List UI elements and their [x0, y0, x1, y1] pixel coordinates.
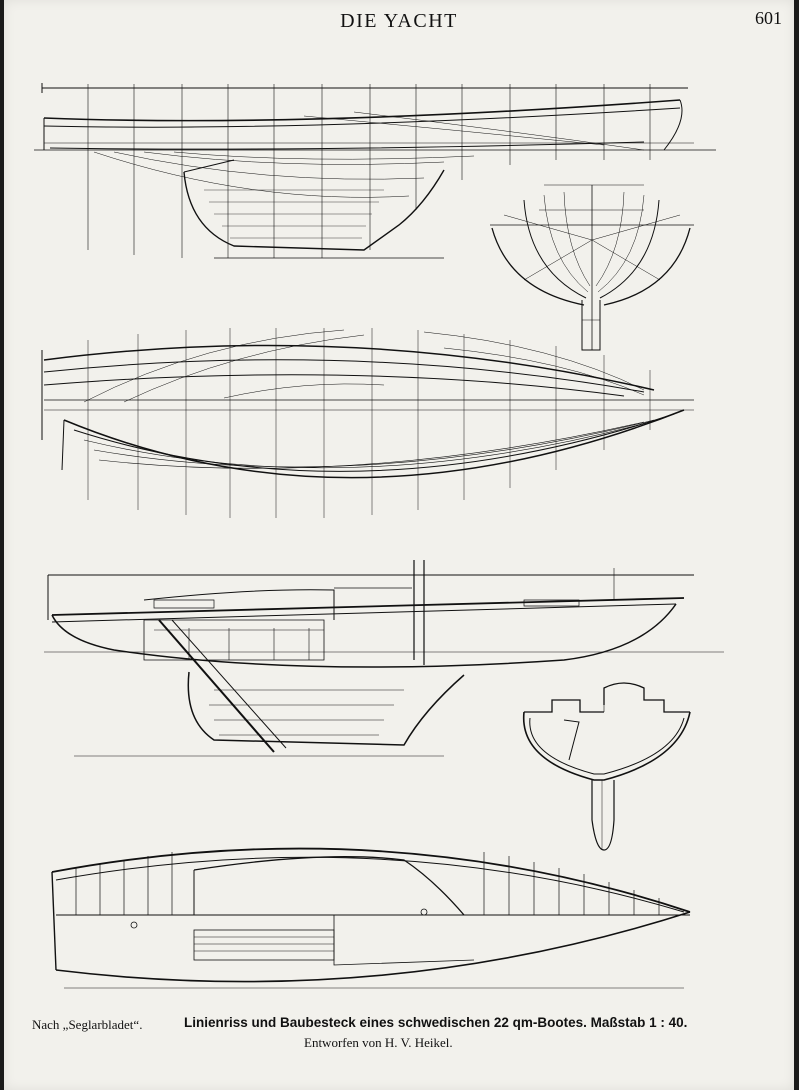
page-number: 601 — [755, 8, 782, 28]
caption-source: Nach „Seglarbladet“. — [32, 1017, 143, 1032]
figure-caption: Nach „Seglarbladet“. Linienriss und Baub… — [4, 1015, 794, 1055]
midship-section — [522, 682, 691, 851]
half-breadth-plan — [41, 328, 694, 518]
deck-plan — [51, 847, 691, 989]
running-title: DIE YACHT — [340, 10, 458, 32]
caption-credit: Entworfen von H. V. Heikel. — [304, 1035, 453, 1050]
technical-drawing — [34, 83, 724, 989]
caption-title: Linienriss und Baubesteck eines schwedis… — [184, 1015, 688, 1030]
sheer-plan — [34, 83, 716, 259]
construction-profile — [44, 560, 724, 757]
book-page: DIE YACHT 601 — [4, 0, 794, 1090]
body-plan — [490, 184, 694, 351]
